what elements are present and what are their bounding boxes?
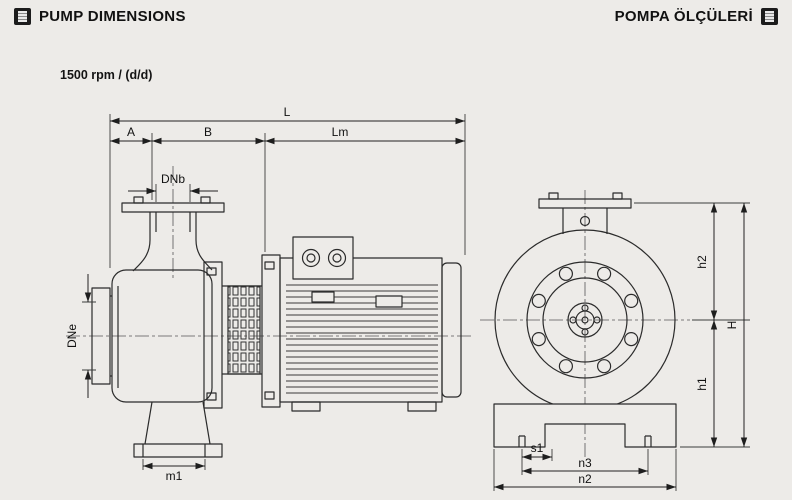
dim-label-n2: n2 [578,472,592,486]
dim-label-m1: m1 [166,469,183,483]
base-plate [133,443,223,458]
pump-side-view [66,166,472,458]
front-discharge-flange [538,192,632,234]
dimension-annotations: L A B Lm DNb DNe m1 s1 n3 n2 h2 h1 H [65,105,750,491]
pump-foot [133,401,223,458]
dim-label-A: A [127,125,135,139]
dim-label-B: B [204,125,212,139]
book-icon [14,8,31,25]
dim-label-DNe: DNe [65,324,79,348]
front-base-feet [493,403,677,448]
motor-foot [291,401,321,412]
dim-label-s1: s1 [531,441,544,455]
dim-label-h1: h1 [695,377,709,391]
casing-cover-inner-circle [542,277,628,363]
dim-label-n3: n3 [578,456,592,470]
motor [279,236,462,412]
dim-label-h2: h2 [695,255,709,269]
casing-cover-circle [526,261,644,379]
volute-casing [111,269,213,403]
casing-backplate [203,261,223,409]
coupling-guard [222,285,262,375]
page-title-en: PUMP DIMENSIONS [39,8,186,25]
casing-bolts [531,266,639,374]
dim-label-Lm: Lm [332,125,349,139]
shaft-hub [567,302,603,338]
book-icon [761,8,778,25]
header-right: POMPA ÖLÇÜLERİ [615,8,778,25]
motor-fins [286,283,438,397]
motor-flange [261,254,281,408]
motor-foot [407,401,437,412]
motor-nameplate [375,295,403,308]
rpm-subtitle: 1500 rpm / (d/d) [60,68,153,82]
dim-label-H: H [725,321,739,330]
header: PUMP DIMENSIONS POMPA ÖLÇÜLERİ [14,8,778,25]
header-left: PUMP DIMENSIONS [14,8,186,25]
dim-label-DNb: DNb [161,172,185,186]
terminal-box [292,236,354,280]
fan-cover [441,262,462,398]
dim-label-L: L [284,105,291,119]
page-title-tr: POMPA ÖLÇÜLERİ [614,8,753,25]
pump-front-view [480,190,690,458]
suction-flange [91,287,112,385]
